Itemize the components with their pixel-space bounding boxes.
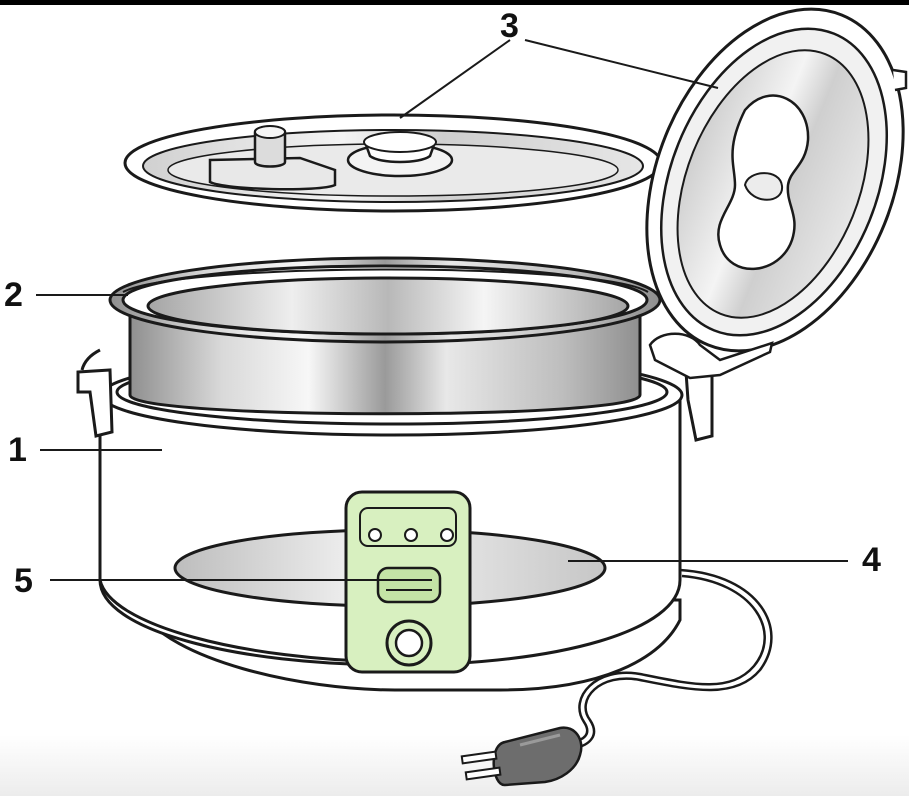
leader-line-3a	[400, 40, 510, 118]
floor-shading	[0, 735, 909, 796]
callout-2: 2	[4, 276, 23, 314]
callout-5: 5	[14, 562, 33, 600]
leader-line-3b	[525, 40, 718, 88]
lid-flat	[125, 115, 661, 211]
inner-pot	[110, 258, 660, 414]
callout-1: 1	[8, 431, 27, 469]
callout-4: 4	[862, 541, 881, 579]
cook-switch[interactable]	[378, 568, 440, 602]
indicator-light-3	[441, 529, 453, 541]
indicator-light-1	[369, 529, 381, 541]
callout-3: 3	[500, 7, 519, 45]
lid-open	[599, 0, 909, 389]
top-rule	[0, 0, 909, 5]
indicator-light-2	[405, 529, 417, 541]
right-handle	[686, 370, 712, 440]
control-panel	[346, 492, 470, 672]
left-handle	[78, 350, 112, 436]
